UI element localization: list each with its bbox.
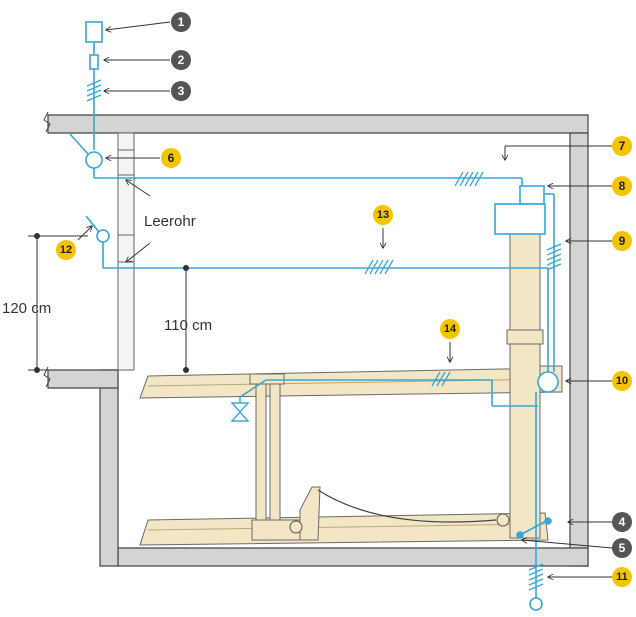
- callout-13: 13: [373, 205, 393, 225]
- wall-break-mark-2: [43, 366, 51, 388]
- dimension-lines: [28, 233, 189, 373]
- callout-14: 14: [440, 319, 460, 339]
- height-120-label: 120 cm: [2, 300, 51, 317]
- svg-text:9: 9: [619, 234, 626, 248]
- callout-2: 2: [171, 50, 191, 70]
- svg-text:8: 8: [619, 179, 626, 193]
- wall-break-mark: [43, 111, 51, 133]
- valve-symbol: [230, 397, 250, 422]
- callout-8: 8: [612, 176, 632, 196]
- svg-text:3: 3: [178, 84, 185, 98]
- svg-text:12: 12: [60, 244, 72, 256]
- ground-symbol: [529, 597, 543, 611]
- conduit-label: Leerohr: [144, 213, 196, 230]
- floor-slab: [117, 547, 589, 567]
- control-box-small: [519, 185, 545, 205]
- callout-3: 3: [171, 81, 191, 101]
- pit-left-wall: [99, 369, 119, 567]
- lift-chain-curve: [317, 489, 497, 523]
- svg-text:13: 13: [377, 209, 389, 221]
- callout-6: 6: [161, 148, 181, 168]
- svg-text:14: 14: [444, 323, 457, 335]
- callout-4: 4: [612, 512, 632, 532]
- svg-text:7: 7: [619, 139, 626, 153]
- junction-box-10: [537, 371, 559, 393]
- right-wall: [569, 132, 589, 567]
- pulley-wheel: [289, 520, 303, 534]
- callout-1: 1: [171, 12, 191, 32]
- svg-text:1: 1: [178, 15, 185, 29]
- callout-12: 12: [56, 240, 76, 260]
- outer-floor-slab: [47, 369, 119, 389]
- hydraulic-cylinder: [299, 486, 321, 541]
- callout-badges: 1 2 3 4 5 6 7 8: [56, 12, 632, 587]
- contact-point-5: [516, 531, 524, 539]
- svg-text:6: 6: [168, 151, 175, 165]
- svg-text:5: 5: [619, 541, 626, 555]
- scissor-arm-left: [255, 379, 267, 541]
- callout-11: 11: [612, 567, 632, 587]
- callout-leaders: [77, 21, 613, 577]
- conduit-pipe: [117, 132, 135, 371]
- callout-9: 9: [612, 231, 632, 251]
- svg-text:4: 4: [619, 515, 626, 529]
- svg-text:10: 10: [616, 375, 628, 387]
- conductor-hatches: [86, 79, 562, 591]
- cable-network: [69, 21, 559, 611]
- ceiling-wall: [47, 114, 589, 134]
- scissor-arm-right: [269, 379, 281, 541]
- svg-text:2: 2: [178, 53, 185, 67]
- lower-platform: [139, 512, 549, 546]
- callout-10: 10: [612, 371, 632, 391]
- height-110-label: 110 cm: [164, 317, 212, 334]
- main-switch-symbol: [85, 151, 103, 169]
- callout-5: 5: [612, 538, 632, 558]
- fuse-element: [89, 54, 99, 70]
- svg-text:11: 11: [616, 571, 628, 583]
- control-box-main: [494, 203, 546, 235]
- main-fuse-box: [85, 21, 103, 43]
- callout-7: 7: [612, 136, 632, 156]
- lift-column: [509, 219, 541, 539]
